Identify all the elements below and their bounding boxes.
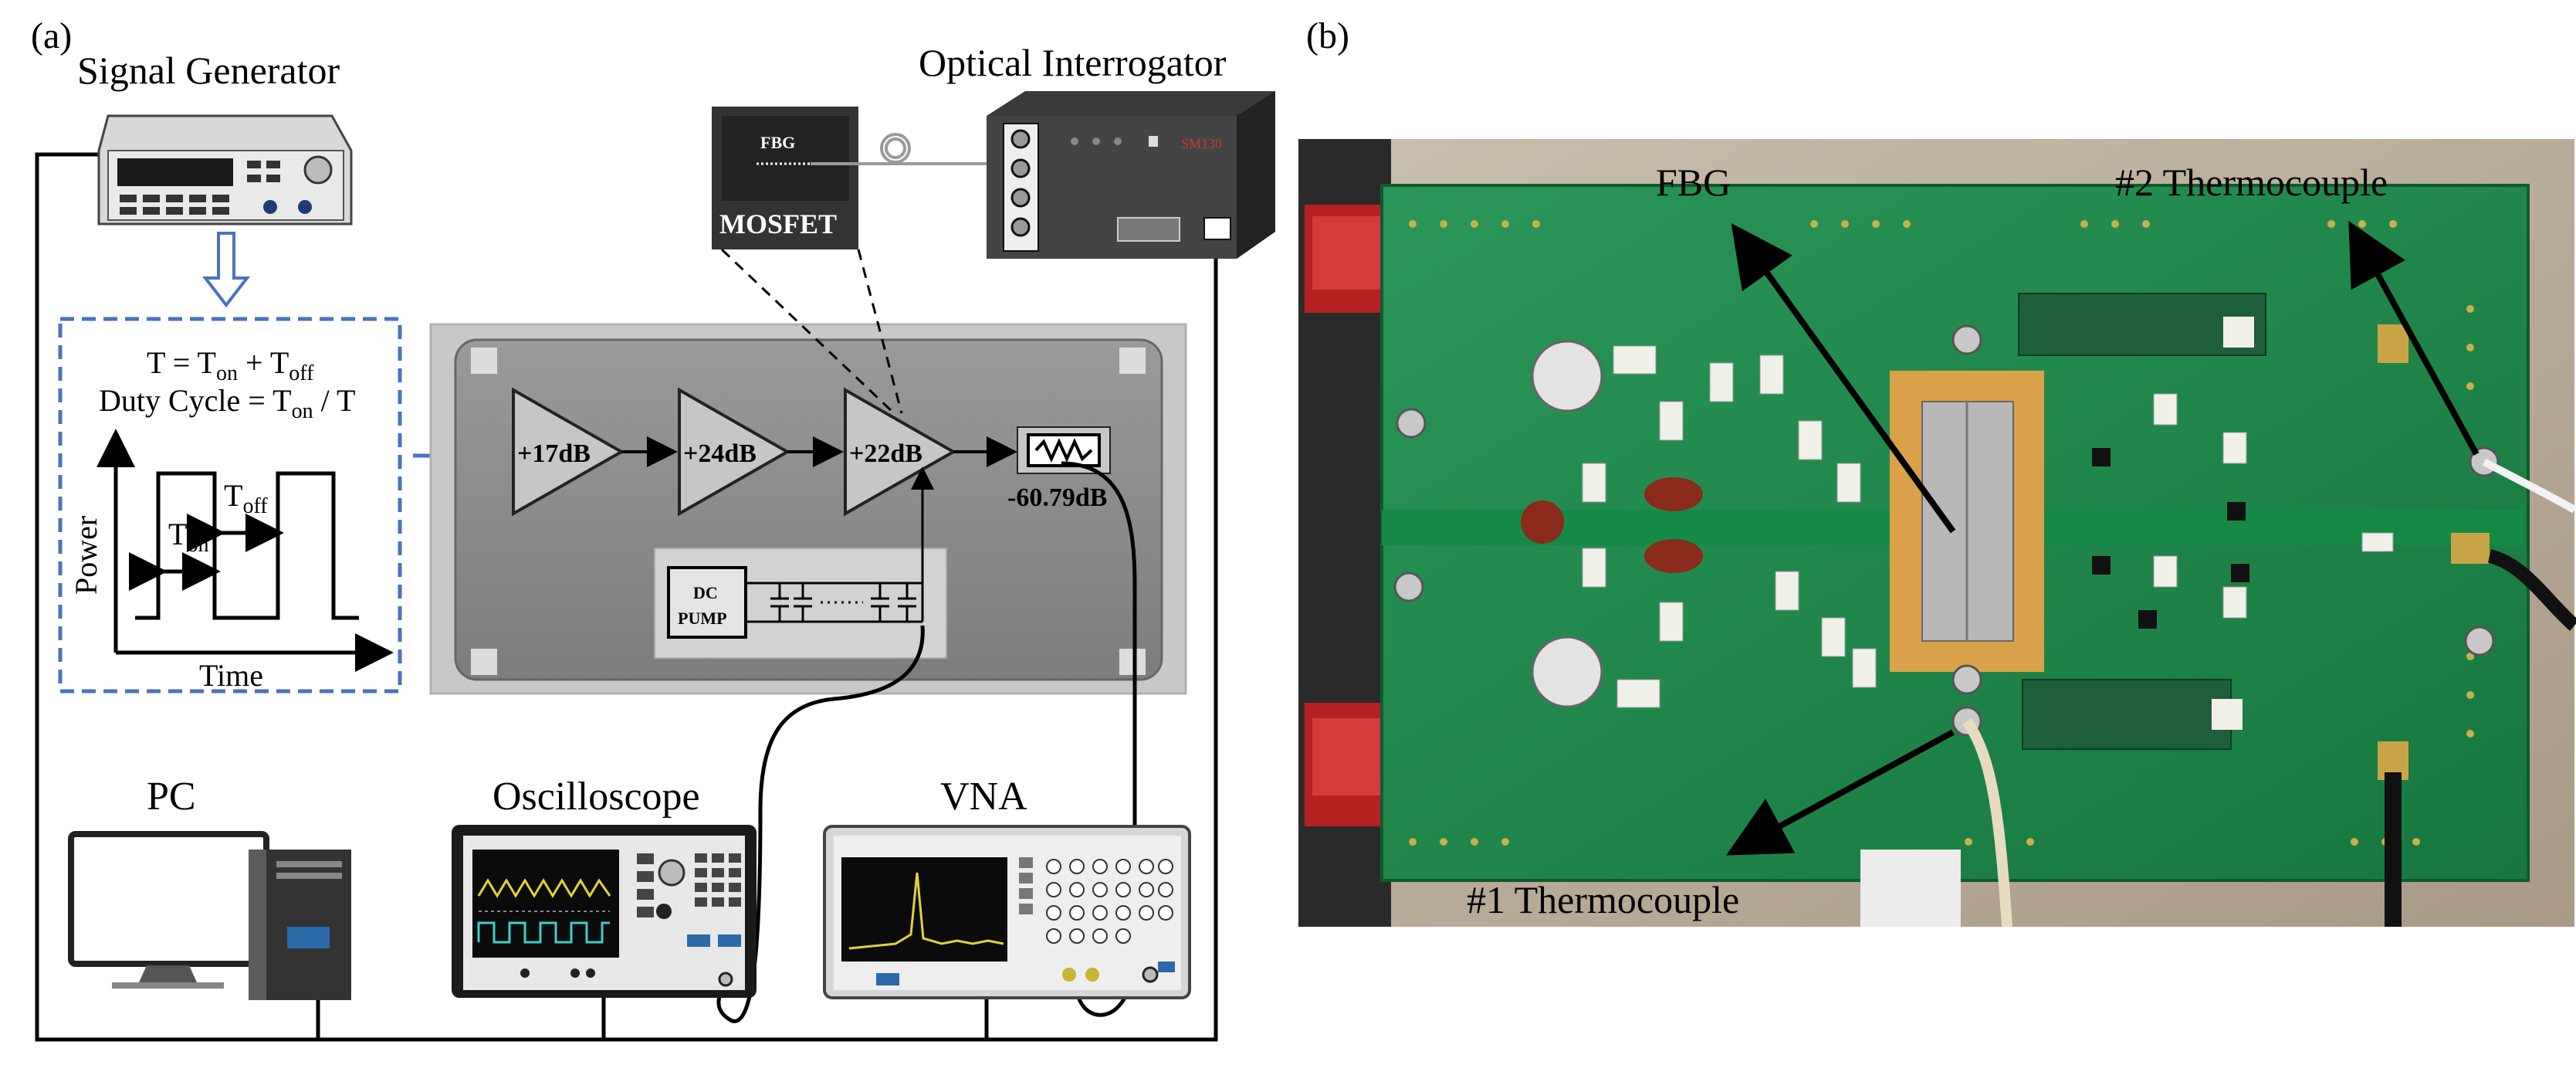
oscilloscope-label: Oscilloscope	[493, 775, 700, 819]
duty-cycle-formula: T = Ton + Toff Duty Cycle = Ton / T	[99, 345, 355, 423]
panel-a-label: (a)	[31, 15, 72, 56]
fbg-annotation: FBG	[1656, 161, 1731, 204]
panel-b: (b)	[1298, 15, 2576, 928]
axis-x-label: Time	[199, 658, 263, 693]
amplifier-2-icon	[678, 387, 791, 517]
svg-text:T = Ton + Toff: T = Ton + Toff	[147, 345, 314, 385]
mosfet-fbg: FBG MOSFET	[712, 107, 858, 249]
pcb-photo	[1298, 139, 2576, 928]
signal-generator-label: Signal Generator	[77, 49, 340, 92]
optical-interrogator-device: SM130	[987, 91, 1275, 259]
svg-text:Duty Cycle = Ton / T: Duty Cycle = Ton / T	[99, 383, 355, 423]
amp-1-gain: +17dB	[517, 439, 591, 468]
pc-icon	[68, 831, 351, 1000]
vna-icon	[823, 825, 1191, 999]
wiring	[35, 152, 1218, 1042]
thermocouple-1-annotation: #1 Thermocouple	[1467, 878, 1739, 921]
waveform-dashed-box	[58, 317, 402, 694]
axis-y-label: Power	[69, 516, 103, 595]
t-off-label: Toff	[224, 478, 268, 518]
annotation-arrows	[1725, 220, 2480, 856]
pc-label: PC	[147, 775, 196, 819]
vna-label: VNA	[940, 775, 1027, 819]
attenuation-value: -60.79dB	[1007, 483, 1107, 512]
panel-b-label: (b)	[1306, 15, 1349, 56]
panel-a: (a) Signal Generator	[31, 15, 1275, 1042]
dc-pump-box	[667, 566, 747, 639]
t-on-label: Ton	[168, 517, 208, 557]
signal-generator-device	[97, 114, 353, 226]
amp-2-gain: +24dB	[683, 439, 757, 468]
pulse-waveform	[96, 429, 394, 672]
fiber-link	[811, 133, 1017, 165]
fbg-chip-label: FBG	[760, 133, 795, 152]
interrogator-display: SM130	[1181, 136, 1222, 151]
oscilloscope-icon	[452, 825, 757, 998]
hollow-down-arrow-icon	[201, 232, 251, 308]
dc-pump-label-2: PUMP	[678, 609, 727, 628]
amplifier-1-icon	[512, 387, 625, 517]
amplifier-board: +17dB +24dB +22dB -60.79dB DC PUMP	[429, 323, 1187, 695]
amplifier-3-icon	[844, 387, 957, 517]
mosfet-label: MOSFET	[719, 209, 837, 239]
dc-pump-label-1: DC	[693, 583, 718, 602]
zoom-lines	[720, 248, 903, 415]
optical-interrogator-label: Optical Interrogator	[919, 41, 1227, 84]
amp-3-gain: +22dB	[849, 439, 922, 468]
thermocouple-2-annotation: #2 Thermocouple	[2115, 161, 2388, 204]
